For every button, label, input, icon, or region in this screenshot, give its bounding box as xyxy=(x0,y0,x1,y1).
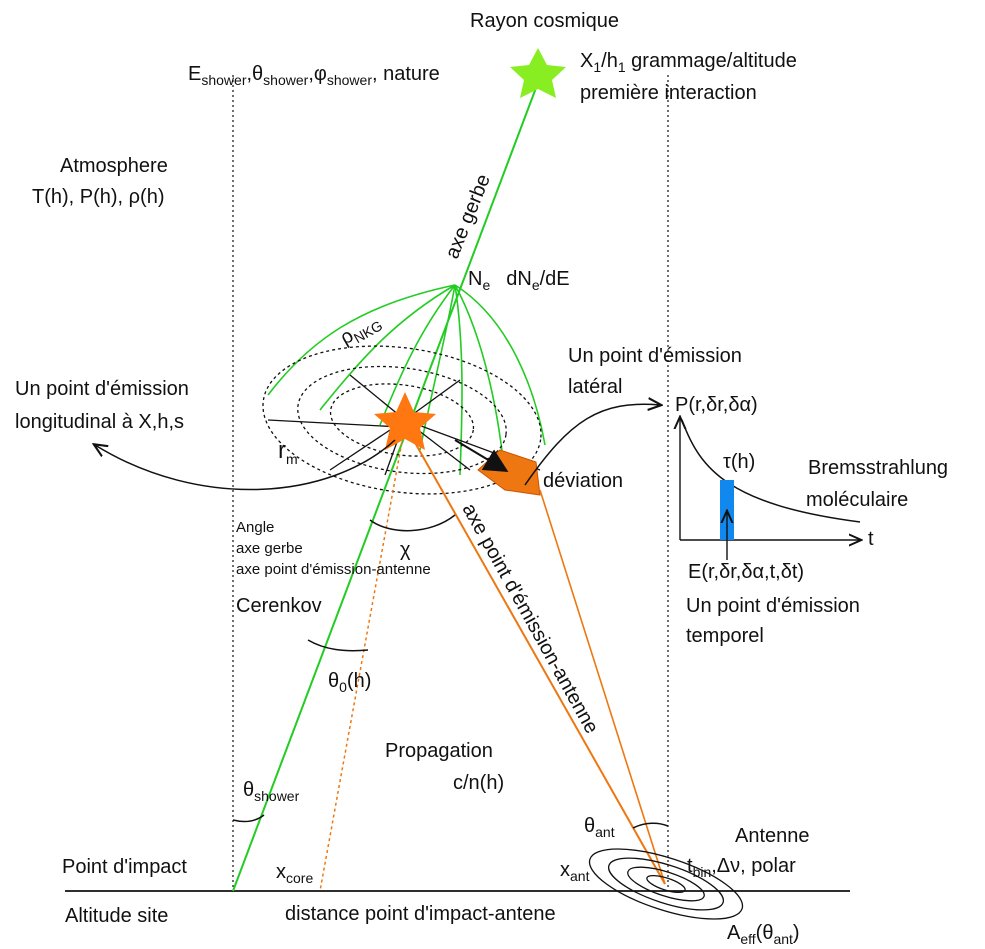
lateral-line1: Un point d'émission xyxy=(568,345,742,367)
impact-point-label: Point d'impact xyxy=(62,856,187,878)
lateral-arrow xyxy=(524,404,660,486)
x-ant-label: xant xyxy=(560,859,590,884)
bremsstrahlung-line2: moléculaire xyxy=(806,489,908,511)
longitudinal-arrow xyxy=(95,439,396,491)
first-interaction-line1: X1/h1 grammage/altitude xyxy=(580,50,797,75)
shower-axis-line xyxy=(232,71,543,892)
theta-ant-arc xyxy=(632,822,669,829)
pulse-title: P(r,δr,δα) xyxy=(675,394,758,416)
rm-label: rm xyxy=(278,437,298,467)
angle-line2: axe gerbe xyxy=(236,540,303,557)
deviation-arrow xyxy=(454,439,509,473)
first-interaction-line2: première interaction xyxy=(580,82,757,104)
chi-label: χ xyxy=(400,539,411,561)
primary-parameters: Eshower,θshower,φshower, nature xyxy=(188,63,440,88)
antenna-title: Antenne xyxy=(735,825,810,847)
cerenkov-label: Cerenkov xyxy=(236,595,322,617)
title-rayon-cosmique: Rayon cosmique xyxy=(470,10,619,32)
theta-ant-label: θant xyxy=(584,815,615,840)
antenna-effective-area-icon xyxy=(588,848,744,920)
bremsstrahlung-line1: Bremsstrahlung xyxy=(808,457,948,479)
tau-label: τ(h) xyxy=(723,451,755,473)
atmosphere-params: T(h), P(h), ρ(h) xyxy=(32,186,165,208)
theta-shower-arc xyxy=(232,814,265,823)
pulse-inset-plot xyxy=(680,418,860,560)
cosmic-ray-star-icon xyxy=(510,48,566,98)
lateral-line2: latéral xyxy=(568,376,622,398)
cerenkov-projection-line xyxy=(319,424,406,892)
theta-shower-label: θshower xyxy=(243,779,300,804)
deviation-label: déviation xyxy=(543,470,623,492)
propagation-line2: c/n(h) xyxy=(453,772,504,794)
site-altitude-label: Altitude site xyxy=(65,905,168,927)
temporal-line1: Un point d'émission xyxy=(686,595,860,617)
deviation-patch xyxy=(477,449,541,496)
distance-label: distance point d'impact-antene xyxy=(285,903,556,925)
antenna-params: tbin,Δν, polar xyxy=(687,855,796,880)
angle-line3: axe point d'émission-antenne xyxy=(236,561,431,578)
aeff-label: Aeff(θant) xyxy=(727,922,800,947)
emission-antenna-axis-line xyxy=(404,424,666,885)
theta0-label: θ0(h) xyxy=(328,670,371,695)
propagation-line1: Propagation xyxy=(385,740,493,762)
emission-point-star-icon xyxy=(374,392,436,450)
theta0-angle-arc xyxy=(307,639,369,652)
longitudinal-line2: longitudinal à X,h,s xyxy=(15,411,184,433)
t-axis-label: t xyxy=(868,528,874,550)
chi-angle-arc xyxy=(369,514,456,532)
longitudinal-line1: Un point d'émission xyxy=(15,378,189,400)
x-core-label: xcore xyxy=(276,861,313,886)
lateral-distribution-ellipses xyxy=(262,345,542,495)
angle-line1: Angle xyxy=(236,519,274,536)
field-label: E(r,δr,δα,t,δt) xyxy=(688,561,804,583)
atmosphere-title: Atmosphere xyxy=(60,155,168,177)
temporal-line2: temporel xyxy=(686,625,764,647)
deviated-emission-line xyxy=(539,489,666,885)
